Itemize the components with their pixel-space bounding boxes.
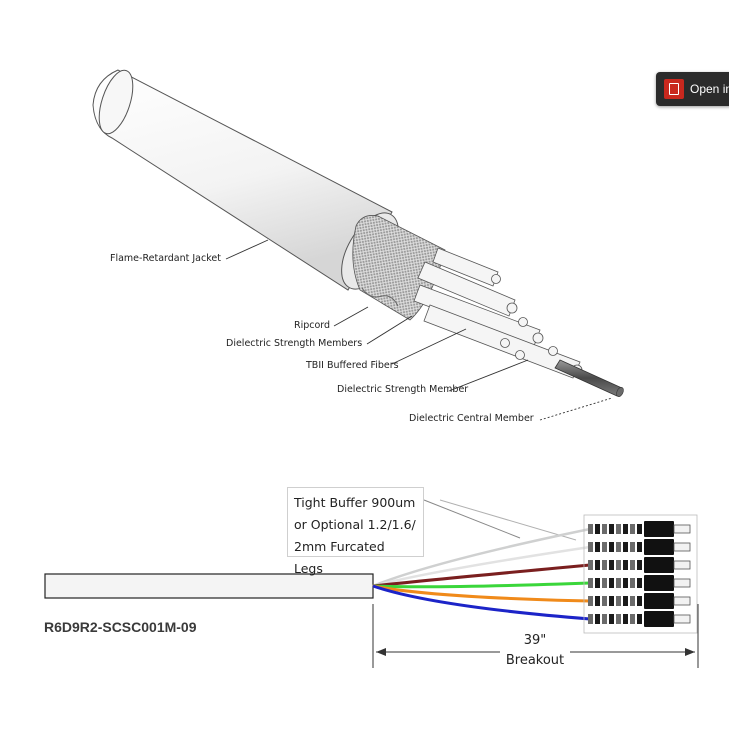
fiber-connector: [588, 539, 691, 555]
fiber-leg: [372, 584, 591, 621]
fiber-connector: [588, 521, 691, 537]
fiber-connector: [588, 611, 691, 627]
fiber-leg: [372, 527, 591, 588]
label-dielectric-strength-members: Dielectric Strength Members: [226, 338, 363, 349]
cable-jacket: [92, 69, 393, 291]
callout-line-3: 2mm Furcated Legs: [294, 539, 385, 576]
cable-body: [44, 573, 374, 599]
label-leaders: [225, 239, 613, 421]
tight-buffer-callout: Tight Buffer 900um or Optional 1.2/1.6/ …: [287, 487, 424, 576]
part-number: R6D9R2-SCSC001M-09: [44, 619, 197, 635]
label-ripcord: Ripcord: [294, 320, 331, 331]
breakout-dimension: 39" Breakout: [500, 631, 570, 671]
connectors: [588, 521, 691, 627]
label-flame-retardant-jacket: Flame-Retardant Jacket: [110, 253, 221, 264]
label-dielectric-strength-member: Dielectric Strength Member: [337, 384, 469, 395]
pdf-icon: [664, 79, 684, 99]
fiber-leg: [372, 563, 591, 588]
fiber-connector: [588, 575, 691, 591]
fiber-leg: [372, 584, 591, 603]
open-in-button[interactable]: Open in: [656, 72, 729, 106]
fiber-connector: [588, 593, 691, 609]
connector-box: [583, 514, 698, 634]
ripcord: [361, 287, 399, 307]
breakout-length: 39": [523, 633, 547, 648]
label-tbii-buffered-fibers: TBII Buffered Fibers: [306, 360, 399, 371]
label-dielectric-central-member: Dielectric Central Member: [409, 413, 534, 424]
central-member: [554, 359, 623, 397]
cable-cutaway: [92, 69, 624, 398]
breakout-drawing: [44, 499, 699, 668]
buffered-fibers: [413, 247, 583, 379]
callout-line-2: or Optional 1.2/1.6/: [294, 517, 416, 532]
fiber-leg: [372, 545, 591, 588]
open-in-label: Open in: [690, 82, 729, 96]
callout-line-1: Tight Buffer 900um: [294, 495, 416, 510]
fiber-legs: [372, 527, 591, 621]
fiber-leg: [372, 581, 591, 589]
breakout-length-label: Breakout: [505, 653, 565, 668]
fiber-connector: [588, 557, 691, 573]
